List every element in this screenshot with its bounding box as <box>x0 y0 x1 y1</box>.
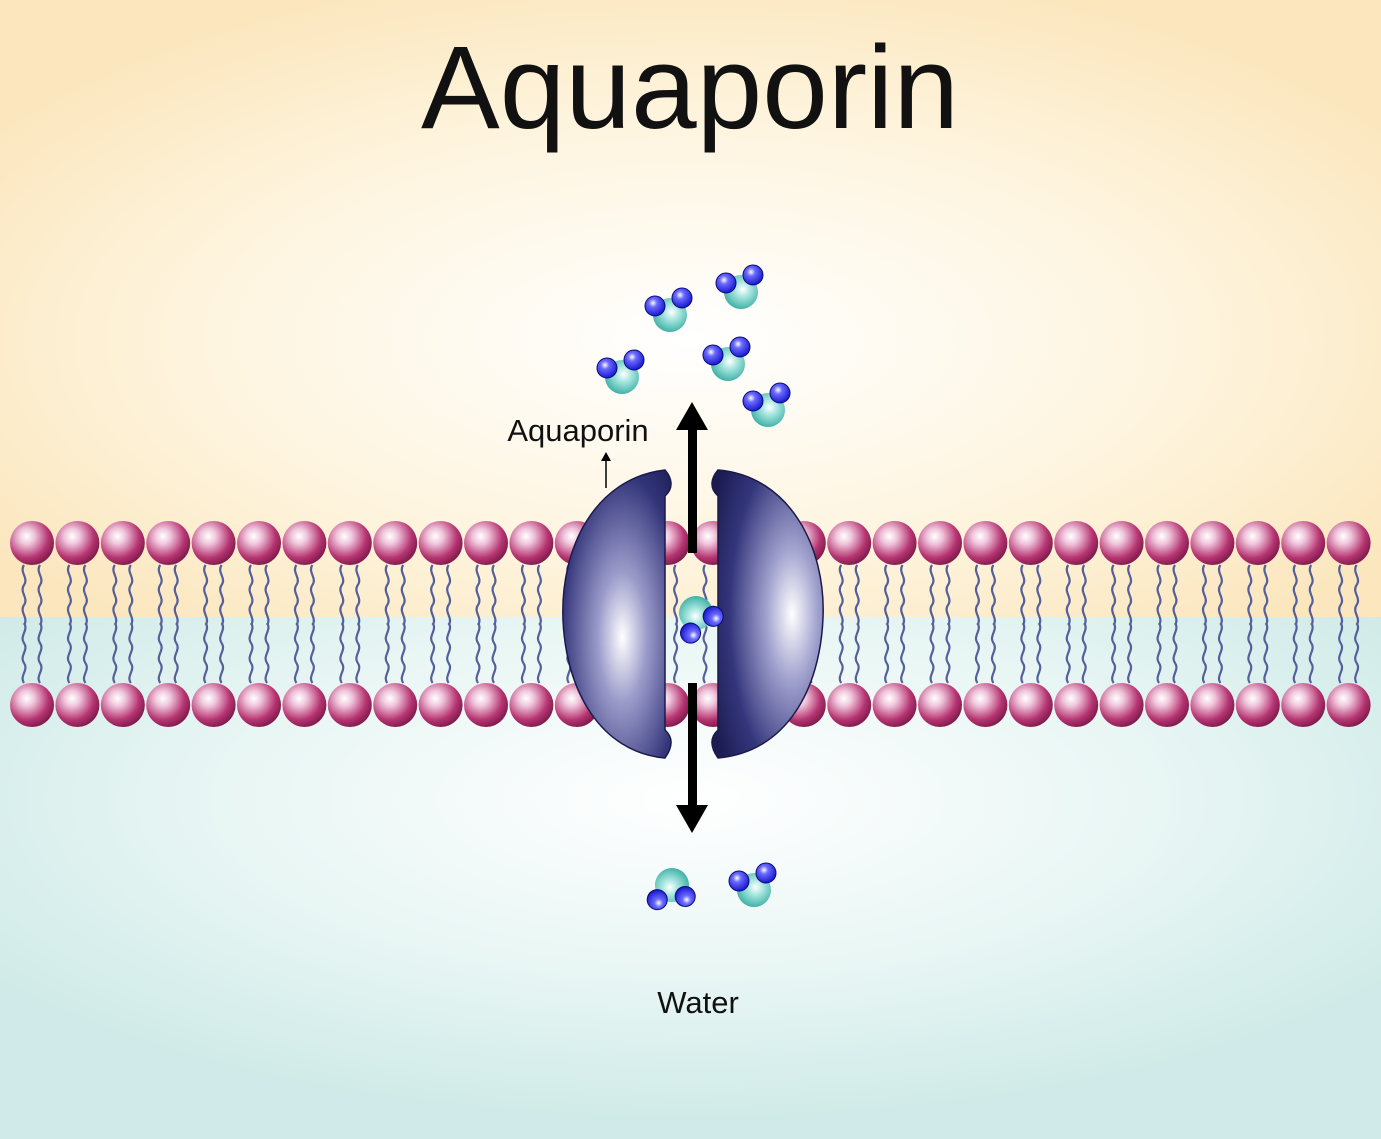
diagram-title: Aquaporin <box>421 22 959 154</box>
down-arrow-icon <box>676 683 708 833</box>
aquaporin-label: Aquaporin <box>507 413 648 448</box>
channel-right-half <box>711 469 824 759</box>
aquaporin-protein-icon <box>562 469 824 759</box>
water-label: Water <box>657 985 739 1020</box>
channel-left-half <box>562 469 672 759</box>
up-arrow-icon <box>676 402 708 553</box>
label-pointer-icon <box>601 452 611 488</box>
